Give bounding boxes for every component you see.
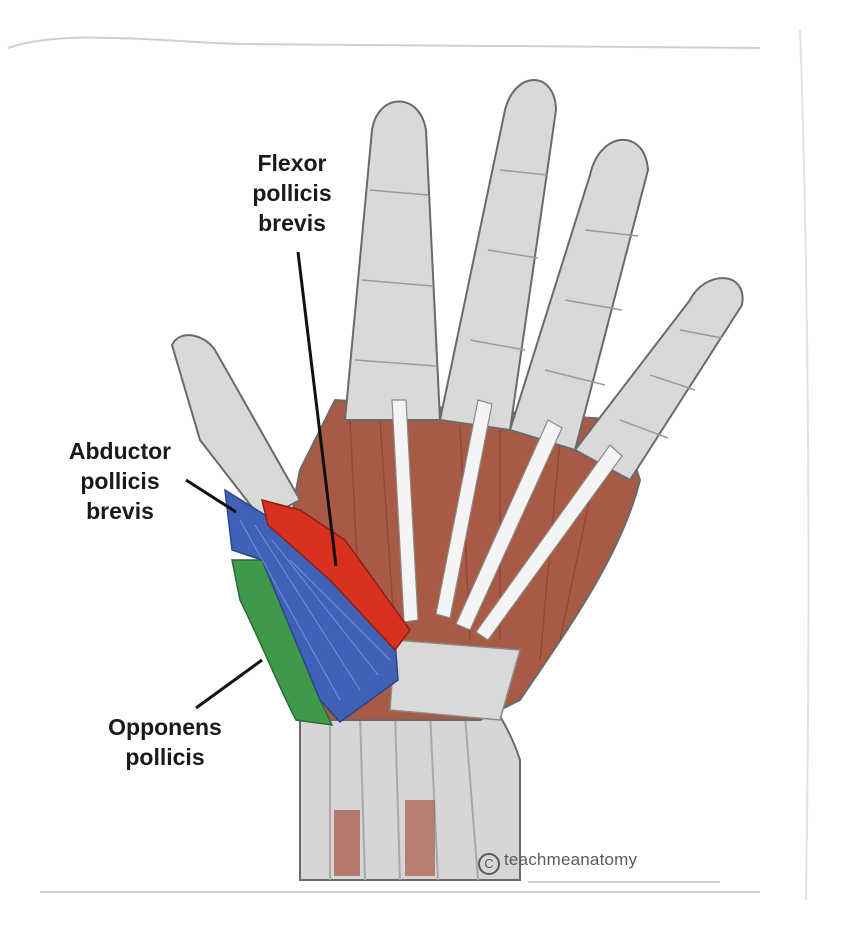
label-line: Flexor	[257, 150, 327, 176]
label-line: brevis	[86, 498, 154, 524]
copyright-icon: C	[478, 853, 500, 875]
page-border-right	[799, 29, 810, 901]
label-abductor-pollicis-brevis: Abductor pollicis brevis	[40, 436, 200, 526]
flexor-tendons	[391, 399, 623, 641]
index-finger	[343, 100, 442, 421]
flexor-pollicis-brevis-muscle	[260, 498, 411, 652]
forearm-muscle-left	[334, 810, 360, 876]
fingers	[343, 79, 744, 482]
leader-line-abductor	[185, 478, 237, 514]
label-line: pollicis	[125, 744, 205, 770]
forearm-muscle-mid	[405, 800, 435, 876]
label-line: pollicis	[252, 180, 332, 206]
label-line: brevis	[258, 210, 326, 236]
forearm-tendons	[329, 711, 479, 881]
flexor-retinaculum	[389, 639, 521, 721]
label-line: pollicis	[80, 468, 160, 494]
label-line: Abductor	[68, 438, 172, 464]
label-opponens-pollicis: Opponens pollicis	[80, 712, 250, 772]
ring-finger	[508, 138, 650, 452]
abductor-fibers	[239, 519, 391, 701]
middle-finger	[438, 79, 558, 432]
watermark-text: teachmeanatomy	[504, 850, 638, 869]
finger-joints	[354, 169, 723, 439]
leader-line-flexor	[296, 251, 338, 567]
page-border-top	[7, 36, 761, 49]
leader-line-opponens	[195, 658, 263, 710]
opponens-pollicis-muscle	[231, 559, 334, 726]
label-flexor-pollicis-brevis: Flexor pollicis brevis	[222, 148, 362, 238]
label-line: Opponens	[108, 714, 222, 740]
little-finger	[573, 277, 744, 482]
